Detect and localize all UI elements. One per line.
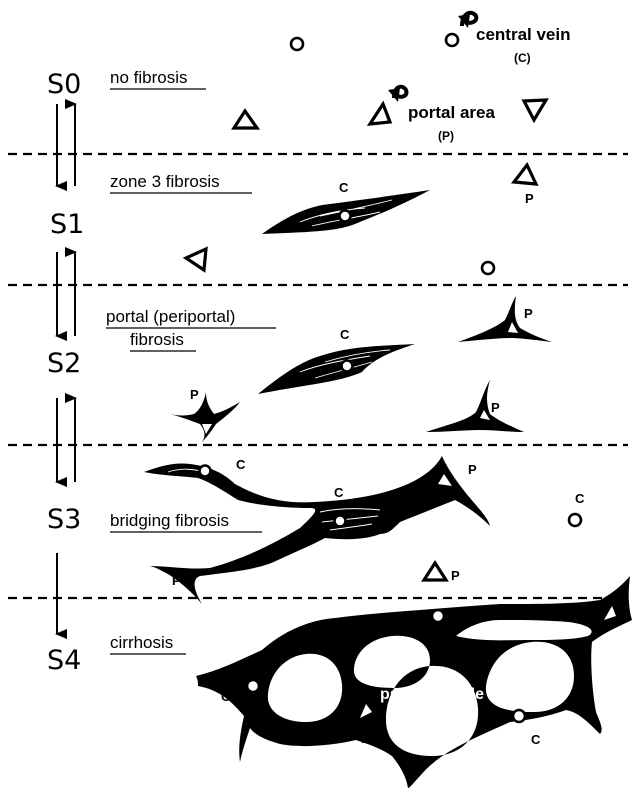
stage-label-s4: S4 [47,645,81,676]
stage-label-s2: S2 [47,348,81,379]
legend-central-vein-abbr: (C) [514,51,531,65]
stage-desc-s4: cirrhosis [110,633,173,652]
portal-septum-s2-left [170,392,240,444]
portal-area-icon [524,100,546,120]
central-vein-icon [569,514,581,526]
label-p: P [340,639,349,654]
stage-desc-s2-line1: portal (periportal) [106,307,235,326]
label-c: C [334,485,344,500]
stage-desc-s3: bridging fibrosis [110,511,229,530]
portal-area-icon [370,104,390,124]
legend-portal-area: portal area [408,103,495,122]
label-p: P [524,306,533,321]
central-vein-icon [482,262,494,274]
legend-central-vein: central vein [476,25,571,44]
portal-area-icon [424,563,446,580]
stage-label-s0: S0 [47,69,81,100]
legend-portal-area-abbr: (P) [438,129,454,143]
label-c: C [531,732,541,747]
portal-area-icon [186,249,206,270]
label-p: P [491,400,500,415]
portal-septum-s2-top [458,296,552,342]
stage-label-s1: S1 [50,209,84,240]
label-p: P [172,573,181,588]
central-septum-s2 [258,344,415,394]
label-c: C [221,689,231,704]
label-c: C [340,327,350,342]
arrows-s0-s1 [57,104,75,186]
portal-area-icon [234,111,257,128]
stage-desc-s0: no fibrosis [110,68,187,87]
zone3-septum [262,190,430,234]
label-c: C [339,180,349,195]
label-c: C [448,630,458,645]
portal-septum-s2-right [426,380,524,432]
cirrhosis-network [196,576,632,788]
label-p: P [451,568,460,583]
portal-area-icon [514,165,536,184]
bridging-septum [144,456,490,604]
stage-desc-s1: zone 3 fibrosis [110,172,220,191]
label-p: P [361,731,370,746]
stage-label-s3: S3 [47,504,81,535]
arrows-s1-s2 [57,252,75,336]
pseudolobule-label: pseudolobule [380,686,484,703]
label-p: P [468,462,477,477]
central-vein-icon [446,34,458,46]
label-p: P [525,191,534,206]
stage-desc-s2-line2: fibrosis [130,330,184,349]
label-c: C [236,457,246,472]
arrows-s2-s3 [57,398,75,482]
label-p: P [190,387,199,402]
label-c: C [575,491,585,506]
central-vein-icon [291,38,303,50]
